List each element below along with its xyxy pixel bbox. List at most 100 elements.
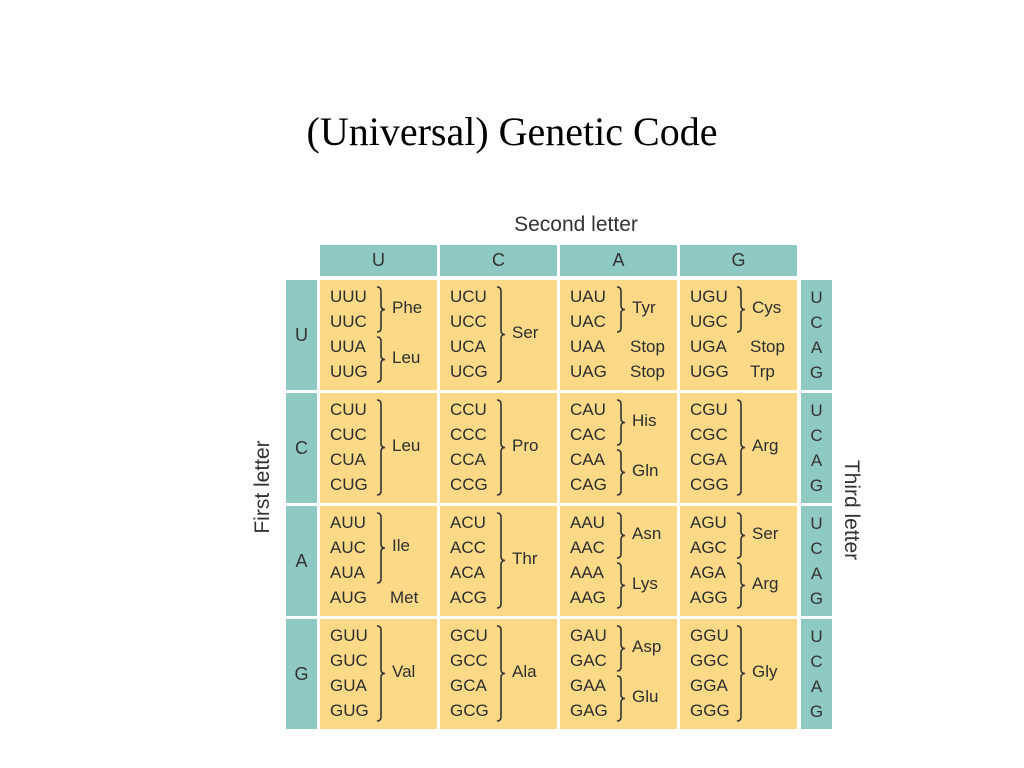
codon-text: CAC bbox=[570, 425, 606, 444]
codon-text: CGC bbox=[690, 425, 728, 444]
codon-cell bbox=[560, 280, 677, 390]
codon-cell bbox=[680, 619, 797, 729]
brace-icon bbox=[496, 625, 506, 722]
codon-text: CCU bbox=[450, 400, 487, 419]
amino-acid-label: Met bbox=[390, 588, 419, 607]
codon-text: GUG bbox=[330, 701, 369, 720]
codon-text: UCC bbox=[450, 312, 487, 331]
codon-text: CCA bbox=[450, 450, 486, 469]
amino-acid-label: Stop bbox=[750, 337, 785, 356]
first-letter-header: U bbox=[286, 280, 317, 390]
codon-text: AUA bbox=[330, 563, 365, 582]
brace-icon bbox=[736, 562, 746, 609]
codon-text: UGA bbox=[690, 337, 727, 356]
codon-cell bbox=[440, 506, 557, 616]
codon-text: GGU bbox=[690, 626, 729, 645]
amino-acid-label: Stop bbox=[630, 362, 665, 381]
amino-acid-label: His bbox=[632, 410, 657, 430]
second-letter-label: Second letter bbox=[514, 213, 638, 236]
amino-acid-label: Stop bbox=[630, 337, 665, 356]
codon-text: ACC bbox=[450, 538, 486, 557]
amino-acid-label: Leu bbox=[392, 435, 421, 455]
codon-text: UCG bbox=[450, 362, 488, 381]
codon-text: GUC bbox=[330, 651, 368, 670]
codon-text: GAA bbox=[570, 676, 606, 695]
third-letter: C bbox=[810, 313, 823, 332]
brace-icon bbox=[496, 512, 506, 609]
codon-cell bbox=[680, 506, 797, 616]
codon-text: CAU bbox=[570, 400, 606, 419]
codon-text: ACG bbox=[450, 588, 487, 607]
brace-icon bbox=[736, 512, 746, 559]
codon-cell bbox=[440, 280, 557, 390]
third-letter: A bbox=[810, 338, 823, 357]
slide-title: (Universal) Genetic Code bbox=[306, 109, 718, 154]
first-letter-header: A bbox=[286, 506, 317, 616]
codon-text: AAU bbox=[570, 513, 605, 532]
amino-acid-label: Asp bbox=[632, 636, 662, 656]
codon-cell bbox=[560, 506, 677, 616]
codon-text: UGC bbox=[690, 312, 728, 331]
amino-acid-label: Ala bbox=[512, 661, 537, 681]
brace-icon bbox=[616, 562, 626, 609]
codon-text: CGU bbox=[690, 400, 728, 419]
codon-text: GAU bbox=[570, 626, 607, 645]
codon-cell bbox=[440, 619, 557, 729]
codon-text: CGG bbox=[690, 475, 729, 494]
codon-cell bbox=[680, 393, 797, 503]
brace-icon bbox=[496, 286, 506, 383]
codon-text: UGU bbox=[690, 287, 728, 306]
brace-icon bbox=[616, 675, 626, 722]
third-letter: U bbox=[810, 514, 823, 533]
brace-icon bbox=[616, 625, 626, 672]
third-letter-label: Third letter bbox=[840, 459, 863, 561]
third-letter: C bbox=[810, 652, 823, 671]
codon-text: AGC bbox=[690, 538, 727, 557]
codon-text: AUU bbox=[330, 513, 366, 532]
codon-text: CCG bbox=[450, 475, 488, 494]
codon-text: UUA bbox=[330, 337, 366, 356]
third-letter: C bbox=[810, 539, 823, 558]
codon-cell bbox=[560, 393, 677, 503]
first-letter-header: C bbox=[286, 393, 317, 503]
codon-text: GCC bbox=[450, 651, 488, 670]
brace-icon bbox=[496, 399, 506, 496]
amino-acid-label: Thr bbox=[512, 548, 538, 568]
codon-text: UAG bbox=[570, 362, 607, 381]
amino-acid-label: Cys bbox=[752, 297, 782, 317]
codon-text: ACA bbox=[450, 563, 485, 582]
amino-acid-label: Arg bbox=[752, 573, 779, 593]
codon-text: GAG bbox=[570, 701, 608, 720]
codon-text: AGA bbox=[690, 563, 726, 582]
codon-text: UCU bbox=[450, 287, 487, 306]
codon-text: UCA bbox=[450, 337, 486, 356]
codon-text: CAG bbox=[570, 475, 607, 494]
codon-text: GGA bbox=[690, 676, 728, 695]
first-letter-label: First letter bbox=[251, 440, 274, 534]
codon-text: GCG bbox=[450, 701, 489, 720]
second-letter-header: A bbox=[560, 245, 677, 276]
codon-text: GAC bbox=[570, 651, 607, 670]
codon-text: AAC bbox=[570, 538, 605, 557]
brace-icon bbox=[376, 625, 386, 722]
brace-icon bbox=[376, 512, 386, 584]
codon-text: UAU bbox=[570, 287, 606, 306]
brace-icon bbox=[376, 399, 386, 496]
codon-cell bbox=[680, 280, 797, 390]
codon-text: UUC bbox=[330, 312, 367, 331]
codon-text: GGG bbox=[690, 701, 730, 720]
second-letter-header: C bbox=[440, 245, 557, 276]
third-letter: U bbox=[810, 627, 823, 646]
codon-text: GCU bbox=[450, 626, 488, 645]
codon-text: CUU bbox=[330, 400, 367, 419]
codon-text: UUG bbox=[330, 362, 368, 381]
codon-cell bbox=[320, 393, 437, 503]
third-letter: A bbox=[810, 564, 823, 583]
third-letter: U bbox=[810, 401, 823, 420]
codon-text: CUC bbox=[330, 425, 367, 444]
amino-acid-label: Arg bbox=[752, 435, 779, 455]
codon-cell bbox=[440, 393, 557, 503]
third-letter: G bbox=[809, 476, 824, 495]
